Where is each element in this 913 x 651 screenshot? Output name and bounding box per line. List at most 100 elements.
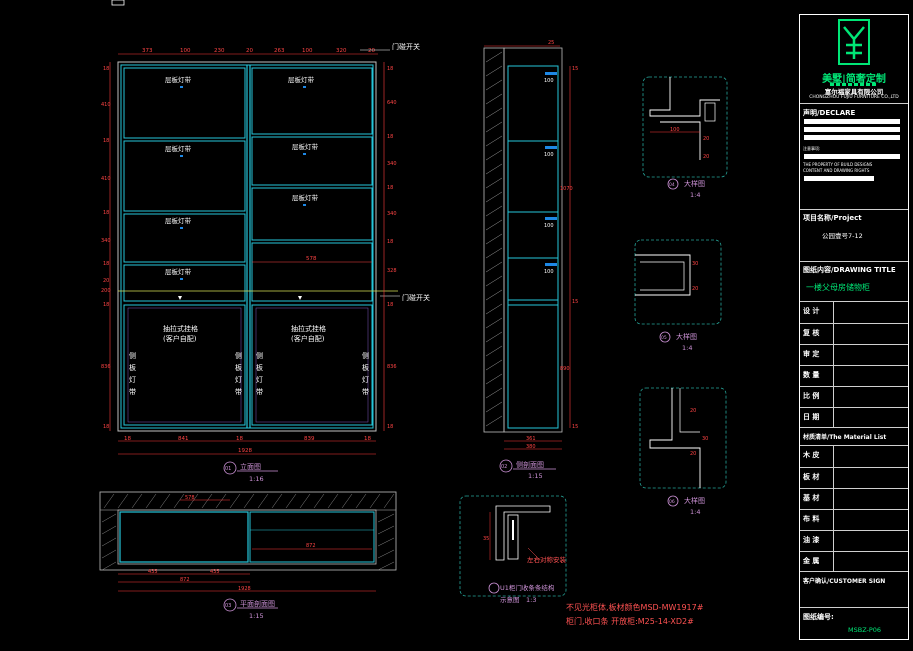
- plan-dim: 872: [306, 543, 316, 549]
- left-dim: 18: [103, 66, 109, 72]
- side-light-char: 带: [129, 388, 136, 396]
- view-tag: 03: [225, 603, 231, 609]
- left-dim: 410: [101, 176, 111, 182]
- detail-dim: 30: [692, 261, 698, 267]
- right-dim: 18: [387, 302, 393, 308]
- side-light-char: 侧: [362, 351, 369, 360]
- side-bottom-dim: 380: [526, 444, 536, 450]
- handle-detail: 35 左右对称安装 U1柜门收条条结构 示意图 1:3: [459, 495, 567, 604]
- detail-dim: 20: [703, 154, 709, 160]
- shelf-light-label: 层板灯带: [165, 75, 192, 84]
- bottom-dim: 18: [364, 436, 371, 442]
- view-label: 立面图: [240, 462, 261, 471]
- side-top-dim: 25: [548, 40, 554, 46]
- view-label: 平面剖面图: [240, 599, 275, 608]
- plan-overall-dim: 1928: [238, 586, 251, 592]
- shelf-light-label: 层板灯带: [165, 144, 192, 153]
- handle-note: 左右对称安装: [527, 555, 567, 564]
- notice-line: CONTENT AND DRAWING RIGHTS: [803, 168, 870, 173]
- side-right-dim: 890: [560, 366, 570, 372]
- right-dim: 340: [387, 211, 397, 217]
- drawing-no-label: 图纸编号:: [803, 613, 834, 621]
- view-tag: 04: [669, 182, 675, 188]
- shelf-light-label: 层板灯带: [165, 267, 192, 276]
- sign-row-label: 审 定: [803, 350, 820, 358]
- side-light-char: 灯: [235, 375, 242, 384]
- view-scale: 1:4: [690, 508, 700, 516]
- left-dim: 410: [101, 102, 111, 108]
- front-top-dim: 263: [274, 48, 285, 54]
- right-dim: 328: [387, 268, 397, 274]
- left-dim: 20: [103, 278, 109, 284]
- right-dim: 836: [387, 364, 397, 370]
- side-inner-dim: 100: [544, 223, 554, 229]
- shelf-light-label: 层板灯带: [165, 216, 192, 225]
- side-section: 25 100 100 100 100 15 1070 15 890: [483, 40, 578, 480]
- left-dim: 836: [101, 364, 111, 370]
- side-right-dim: 15: [572, 66, 578, 72]
- side-light-char: 灯: [129, 375, 136, 384]
- left-dim: 18: [103, 302, 109, 308]
- door-switch-label-mid: 门碰开关: [402, 293, 430, 302]
- side-light-char: 板: [129, 363, 136, 372]
- view-tag: 05: [661, 335, 667, 341]
- plan-dim: 578: [185, 495, 195, 501]
- side-right-dim: 1070: [560, 186, 573, 192]
- brand-name: 美墅|简奢定制: [822, 74, 886, 85]
- view-scale: 1:16: [249, 475, 264, 483]
- drawer-label-sub: (客户自配): [291, 334, 325, 343]
- side-light-char: 灯: [362, 375, 369, 384]
- drawing-no-value: MSBZ-P06: [848, 626, 882, 634]
- project-label: 项目名称/Project: [803, 214, 862, 222]
- view-label: 大样图: [684, 496, 705, 505]
- brand-logo-icon: [838, 19, 870, 65]
- right-dim: 18: [387, 134, 393, 140]
- sign-row-label: 设 计: [803, 307, 820, 315]
- detail-05: 30 20 05 大样图 1:4: [634, 239, 722, 352]
- detail-06: 20 30 20 06 大样图 1:4: [639, 387, 727, 516]
- bottom-dim: 841: [178, 436, 189, 442]
- project-value: 公园壹号7-12: [822, 232, 863, 240]
- bottom-dim: 18: [124, 436, 131, 442]
- handle-dim: 35: [483, 536, 489, 542]
- handle-label: U1柜门收条条结构: [500, 583, 555, 592]
- left-dim: 18: [103, 210, 109, 216]
- side-bottom-dim: 361: [526, 436, 536, 442]
- left-dim: 18: [103, 261, 109, 267]
- drawer-label: 抽拉式挂格: [163, 324, 198, 333]
- left-dim: 200: [101, 288, 111, 294]
- view-scale: 1:15: [249, 612, 264, 620]
- sign-table: 设 计 复 核 审 定 数 量 比 例 日 期: [800, 301, 908, 428]
- drawer-label-sub: (客户自配): [163, 334, 197, 343]
- right-dim: 18: [387, 185, 393, 191]
- side-inner-dim: 100: [544, 269, 554, 275]
- left-dim: 18: [103, 424, 109, 430]
- customer-sign-label: 客户确认/CUSTOMER SIGN: [803, 578, 886, 585]
- view-tag: 02: [501, 464, 507, 470]
- company-name-en: CHONGZHOU FUJIU FURNITURE CO.,LTD: [809, 95, 899, 100]
- material-row-label: 金 属: [803, 557, 820, 565]
- side-right-dim: 15: [572, 299, 578, 305]
- material-row-label: 板 材: [803, 473, 820, 481]
- view-label: 侧剖面图: [516, 460, 544, 469]
- detail-dim: 20: [692, 286, 698, 292]
- view-scale: 1:4: [682, 344, 692, 352]
- material-row-label: 木 皮: [803, 451, 820, 459]
- front-top-dim: 20: [246, 48, 253, 54]
- detail-dim: 20: [690, 408, 696, 414]
- side-light-char: 板: [362, 363, 369, 372]
- bottom-dim: 18: [236, 436, 243, 442]
- front-top-dim: 20: [368, 48, 375, 54]
- side-light-char: 板: [256, 363, 263, 372]
- notice-line: THE PROPERTY OF BUILD DESIGNS: [803, 162, 873, 167]
- side-light-char: 带: [256, 388, 263, 396]
- view-scale: 1:4: [690, 191, 700, 199]
- side-inner-dim: 100: [544, 152, 554, 158]
- sign-row-label: 复 核: [803, 329, 820, 337]
- declare-label: 声明/DECLARE: [803, 109, 856, 117]
- sign-row-label: 日 期: [803, 413, 820, 421]
- front-top-dim: 100: [180, 48, 191, 54]
- view-label: 大样图: [684, 179, 705, 188]
- side-light-char: 侧: [129, 351, 136, 360]
